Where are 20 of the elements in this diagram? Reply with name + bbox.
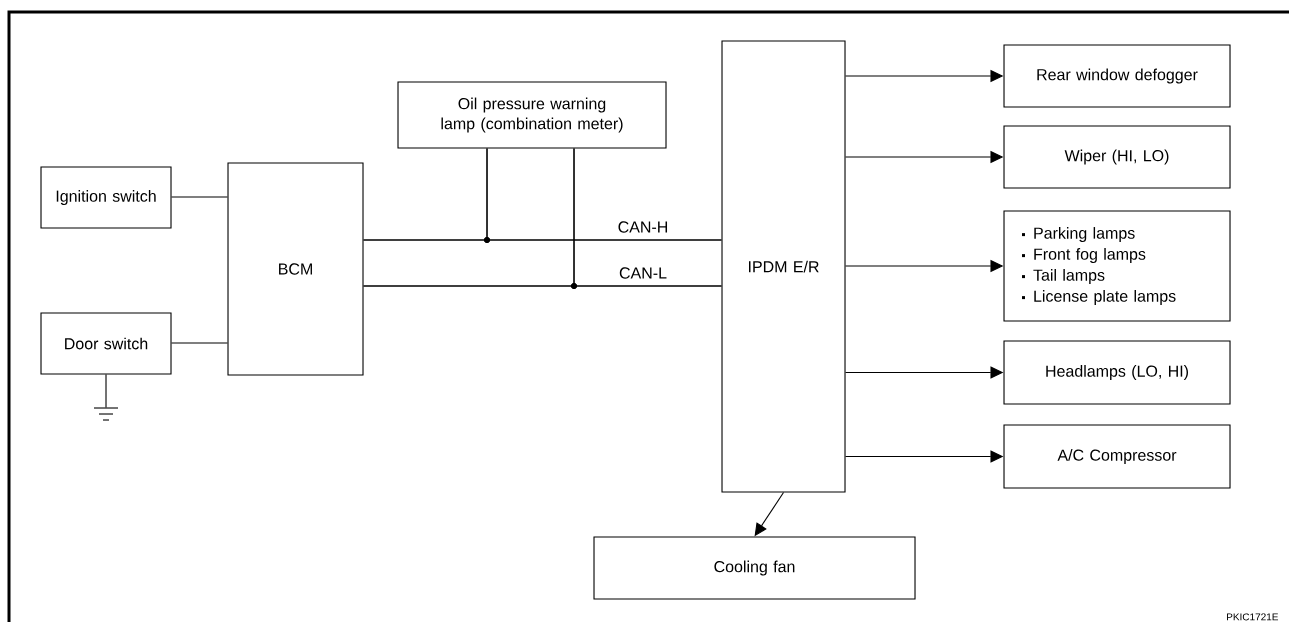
switch-box: Door switch xyxy=(40,312,172,375)
connector-line xyxy=(171,196,228,198)
edge-label: CAN-H xyxy=(616,220,670,234)
ground-symbol xyxy=(93,407,119,421)
control-module-box: IPDM E/R xyxy=(721,40,846,493)
switch-box: Ignition switch xyxy=(40,166,172,229)
connector-line xyxy=(171,342,228,344)
output-box: A/C Compressor xyxy=(1003,424,1231,489)
edge-label: CAN-L xyxy=(618,266,668,280)
output-box: Rear window defogger xyxy=(1003,44,1231,108)
connector-line xyxy=(484,148,722,243)
output-box: Wiper (HI, LO) xyxy=(1003,125,1231,189)
output-box: Headlamps (LO, HI) xyxy=(1003,340,1231,405)
connector-line xyxy=(571,148,722,289)
output-box: Cooling fan xyxy=(593,536,916,600)
control-module-box: BCM xyxy=(227,162,364,376)
warning-lamp-box: Oil pressure warning lamp (combination meter) xyxy=(397,81,667,149)
output-box: Parking lamps Front fog lamps Tail lamps License plate lamps xyxy=(1003,210,1231,322)
connector-line xyxy=(105,374,107,408)
figure-code: PKIC1721E xyxy=(1227,613,1279,621)
